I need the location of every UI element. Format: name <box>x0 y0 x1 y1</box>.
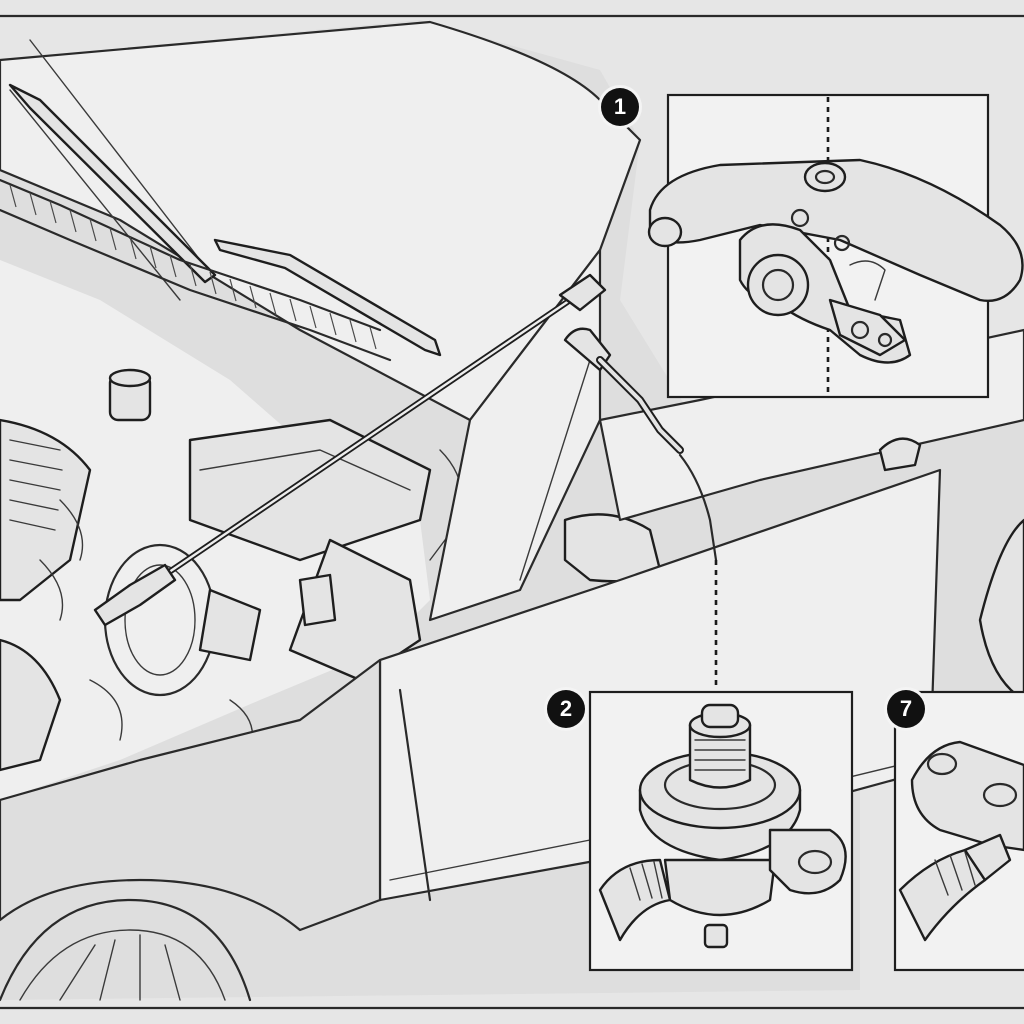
door-seam <box>398 688 432 902</box>
detail-panel-1 <box>647 93 1024 399</box>
cowl-grille <box>0 178 392 362</box>
detail-panel-2 <box>588 690 854 972</box>
hood-crease <box>9 39 201 301</box>
callout-badge-3: 7 <box>887 690 925 728</box>
bracket-part <box>898 740 1024 942</box>
callout-badge-2: 2 <box>547 690 585 728</box>
wiper-blade-left <box>8 83 217 284</box>
pillar-edge <box>519 359 591 581</box>
release-knob-part <box>598 703 847 949</box>
rear-wheel <box>978 518 1024 702</box>
front-fender <box>0 658 382 932</box>
engine-components <box>0 260 464 800</box>
hood-support-rod <box>93 273 607 627</box>
detail-panel-3 <box>893 690 1024 972</box>
callout-badge-1: 1 <box>601 88 639 126</box>
hood-latch-part <box>647 158 1024 364</box>
wiper-blade-right <box>213 238 442 357</box>
a-pillar <box>428 248 602 622</box>
door-handle-rear <box>878 437 922 472</box>
hood-release-cable <box>563 327 718 562</box>
front-wheel <box>0 898 252 1002</box>
